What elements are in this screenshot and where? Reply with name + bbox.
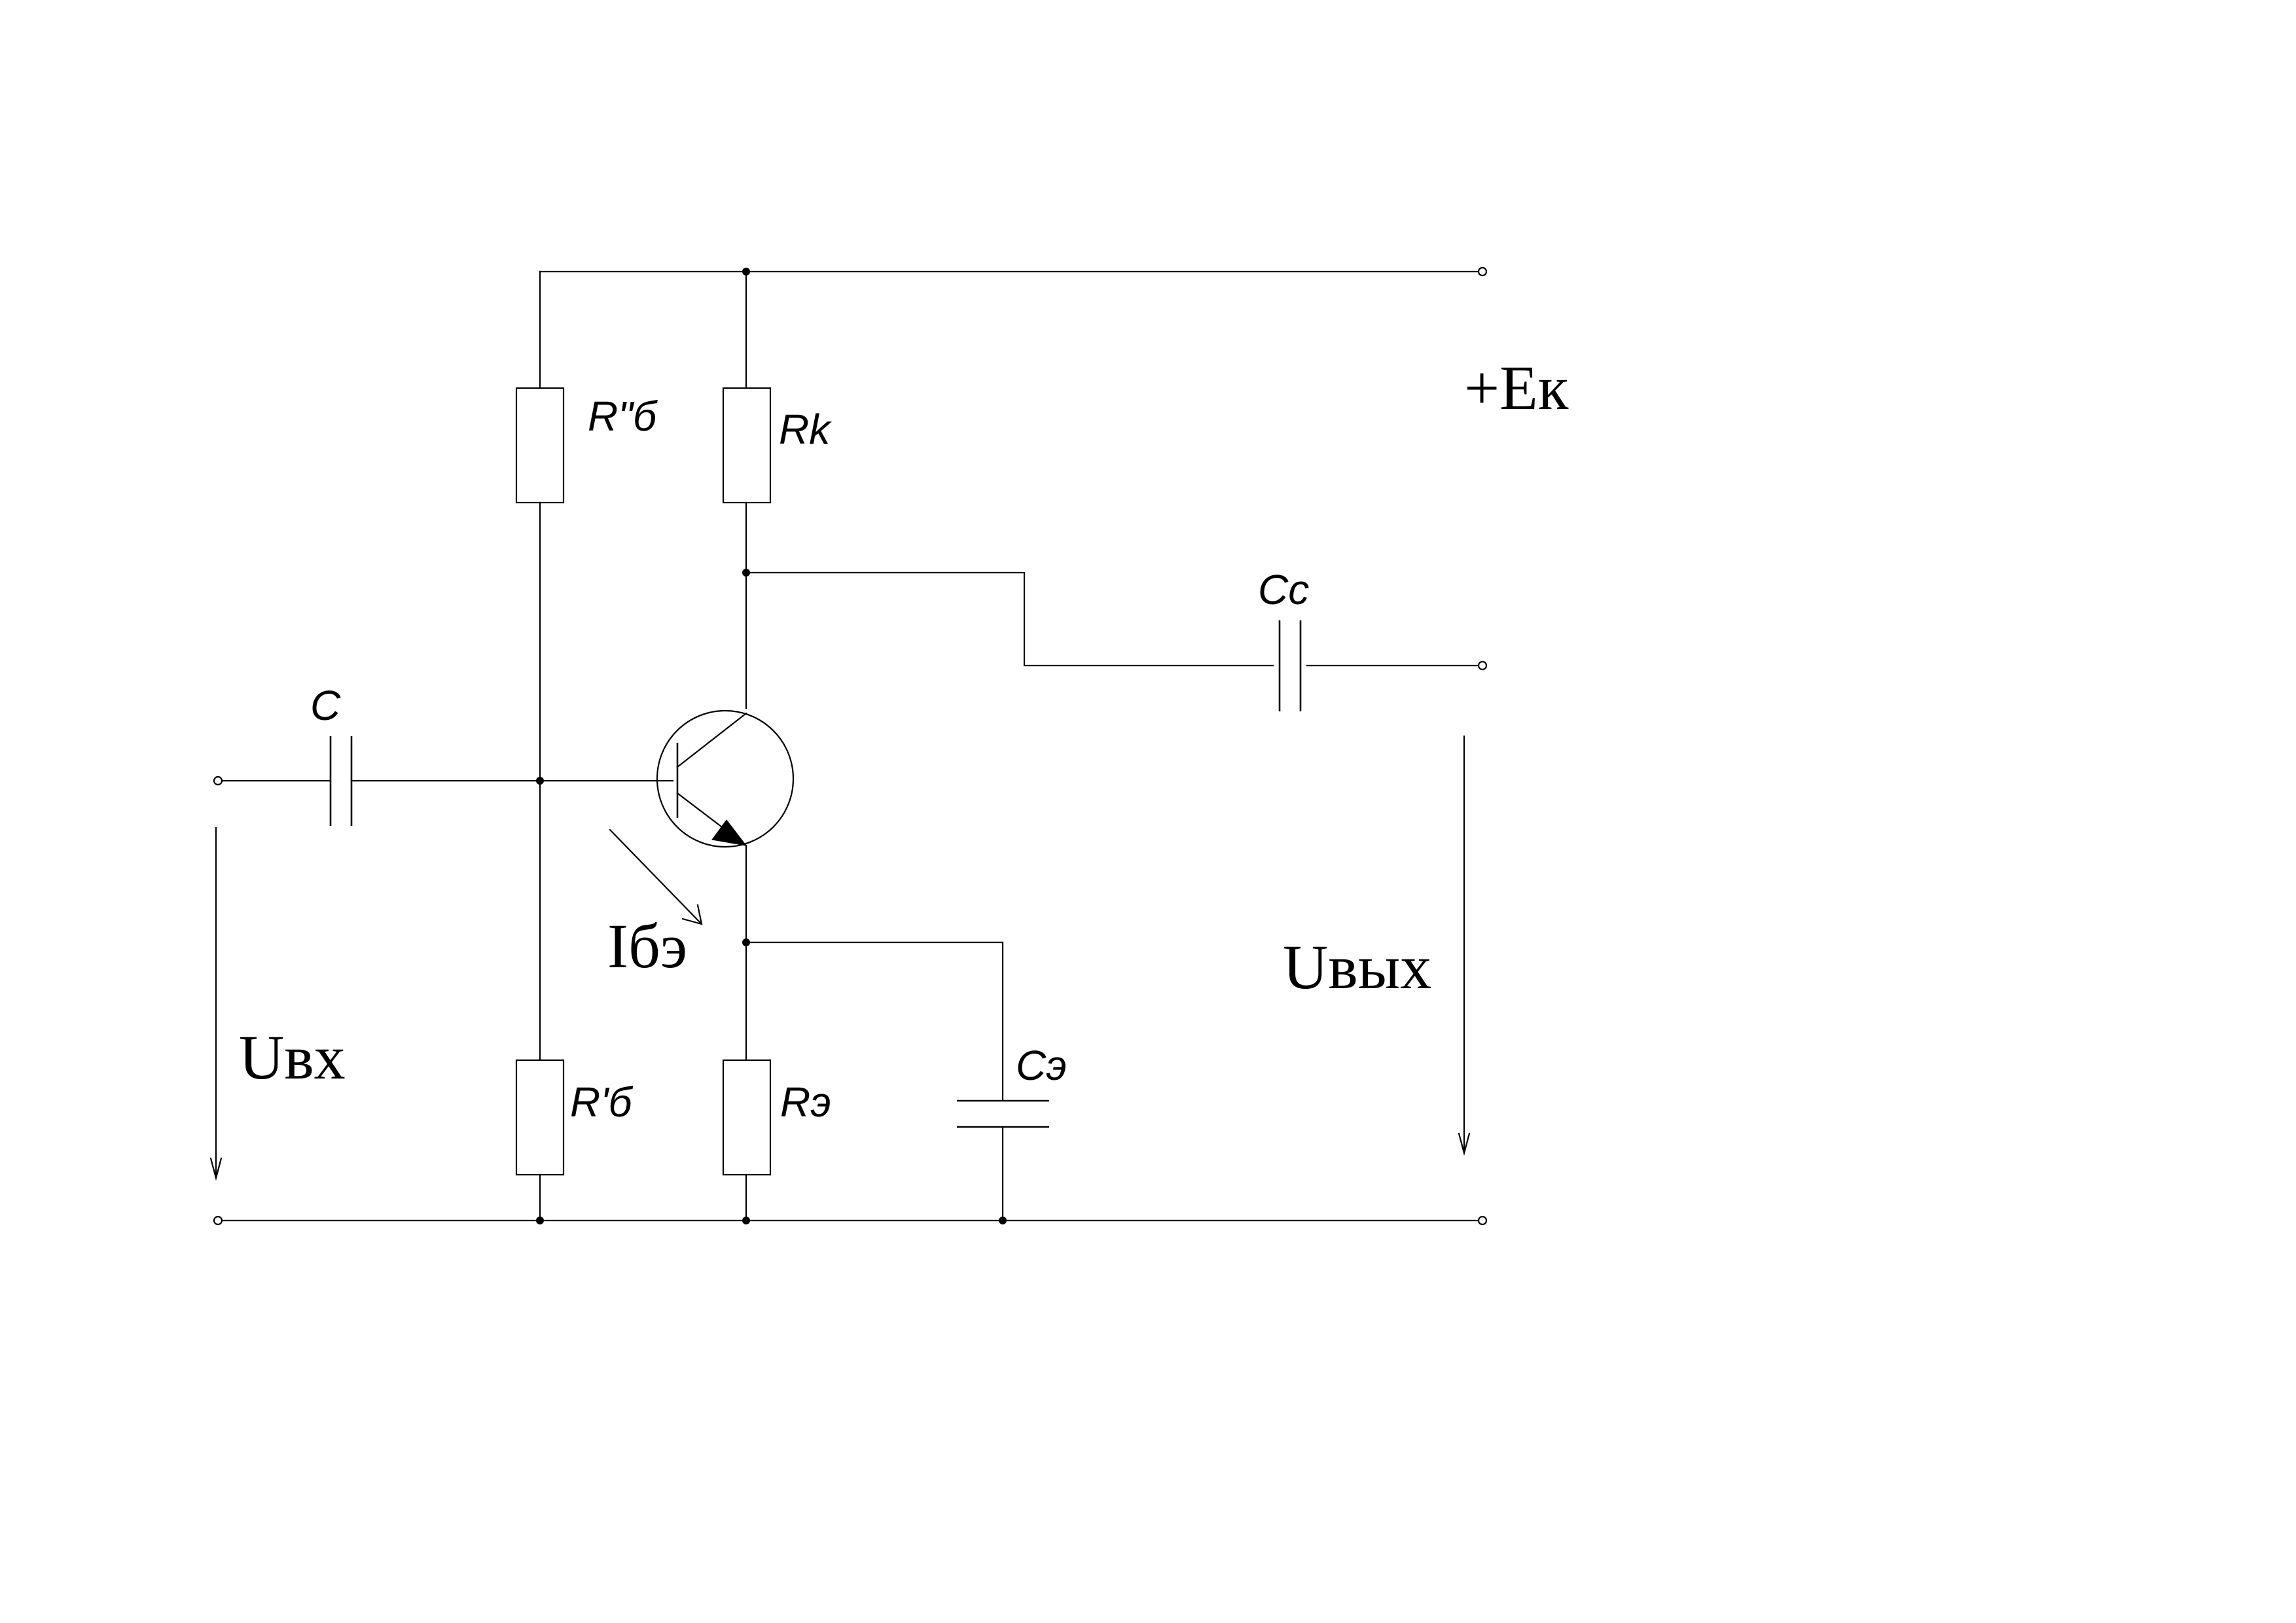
label-r-emitter: Rэ	[780, 1079, 831, 1126]
output-ground-terminal	[1477, 1215, 1488, 1226]
label-r-collector: Rk	[779, 406, 832, 453]
label-output-voltage: Uвых	[1283, 932, 1431, 1002]
label-base-emitter-current: Iбэ	[607, 911, 687, 981]
emitter-arrow	[711, 819, 747, 846]
label-supply-voltage: +Eк	[1464, 353, 1569, 423]
input-terminal	[213, 776, 223, 786]
supply-rail	[539, 266, 1488, 277]
label-capacitor-cc: Cc	[1258, 566, 1309, 613]
resistor-r-emitter	[722, 1059, 772, 1176]
supply-terminal	[1477, 266, 1488, 277]
transistor-npn	[656, 709, 795, 848]
resistor-r-base-upper	[515, 387, 565, 504]
ground-rail	[213, 1215, 1488, 1226]
transistor-collector-lead	[676, 712, 747, 768]
label-capacitor-c: C	[310, 682, 341, 729]
output-path	[745, 571, 1488, 711]
output-voltage-arrow	[1458, 735, 1471, 1156]
transistor-body	[656, 709, 795, 848]
label-input-voltage: Uвх	[239, 1022, 346, 1092]
label-r-base-lower: R'б	[570, 1079, 633, 1126]
resistor-r-collector	[722, 387, 772, 504]
label-capacitor-ce: Cэ	[1016, 1042, 1067, 1089]
label-r-base-upper: R"б	[588, 393, 658, 440]
input-path	[213, 736, 674, 826]
collector-branch	[722, 270, 772, 709]
output-terminal	[1477, 660, 1488, 671]
emitter-branch	[722, 844, 1049, 1222]
base-divider-branch	[515, 270, 565, 1222]
input-voltage-arrow	[209, 827, 223, 1181]
resistor-r-base-lower	[515, 1059, 565, 1176]
input-ground-terminal	[213, 1215, 223, 1226]
base-current-arrow	[609, 829, 703, 925]
